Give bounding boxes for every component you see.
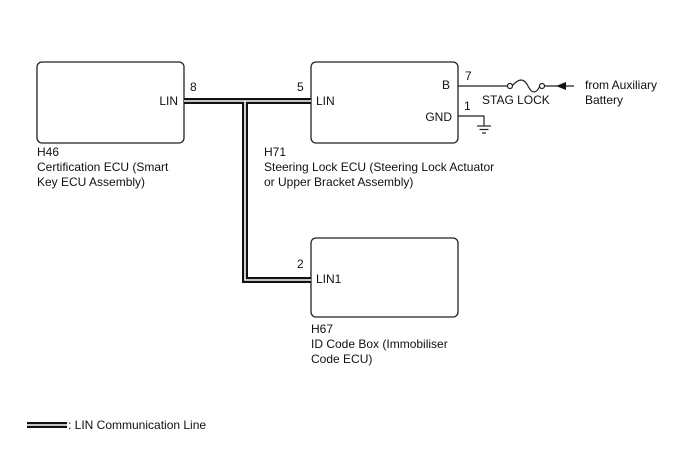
cert-ecu-desc-line2: Key ECU Assembly) — [37, 175, 145, 189]
steering-lock-b-pin-number: 7 — [465, 69, 472, 83]
steering-lock-code: H71 — [264, 145, 286, 159]
fuse-terminal-right — [538, 82, 546, 90]
ground-icon — [458, 115, 491, 134]
power-wire — [458, 79, 574, 93]
power-source-line1: from Auxiliary — [585, 78, 657, 92]
cert-ecu-desc-line1: Certification ECU (Smart — [37, 160, 169, 174]
steering-lock-gnd-pin-label: GND — [425, 110, 452, 124]
fuse-icon — [511, 79, 541, 93]
id-box-desc-line2: Code ECU) — [311, 352, 372, 366]
id-box-lin1-pin-label: LIN1 — [316, 272, 342, 286]
fuse-terminal-left — [506, 82, 514, 90]
steering-lock-desc-line1: Steering Lock ECU (Steering Lock Actuato… — [264, 160, 494, 174]
steering-lock-lin-pin-label: LIN — [316, 94, 335, 108]
power-source-line2: Battery — [585, 93, 623, 107]
steering-lock-lin-pin-number: 5 — [297, 80, 304, 94]
id-box-desc-line1: ID Code Box (Immobiliser — [311, 337, 448, 351]
id-box-code: H67 — [311, 322, 333, 336]
steering-lock-desc-line2: or Upper Bracket Assembly) — [264, 175, 413, 189]
steering-lock-gnd-pin-number: 1 — [464, 99, 471, 113]
legend-text: : LIN Communication Line — [68, 418, 206, 432]
steering-lock-b-pin-label: B — [442, 78, 450, 92]
power-arrow-icon — [556, 82, 566, 90]
cert-ecu-pin-number: 8 — [190, 80, 197, 94]
cert-ecu-lin-pin-label: LIN — [159, 94, 178, 108]
cert-ecu-code: H46 — [37, 145, 59, 159]
lin-communication-line — [184, 98, 311, 283]
fuse-label: STAG LOCK — [482, 93, 550, 107]
id-box-pin-number: 2 — [297, 257, 304, 271]
